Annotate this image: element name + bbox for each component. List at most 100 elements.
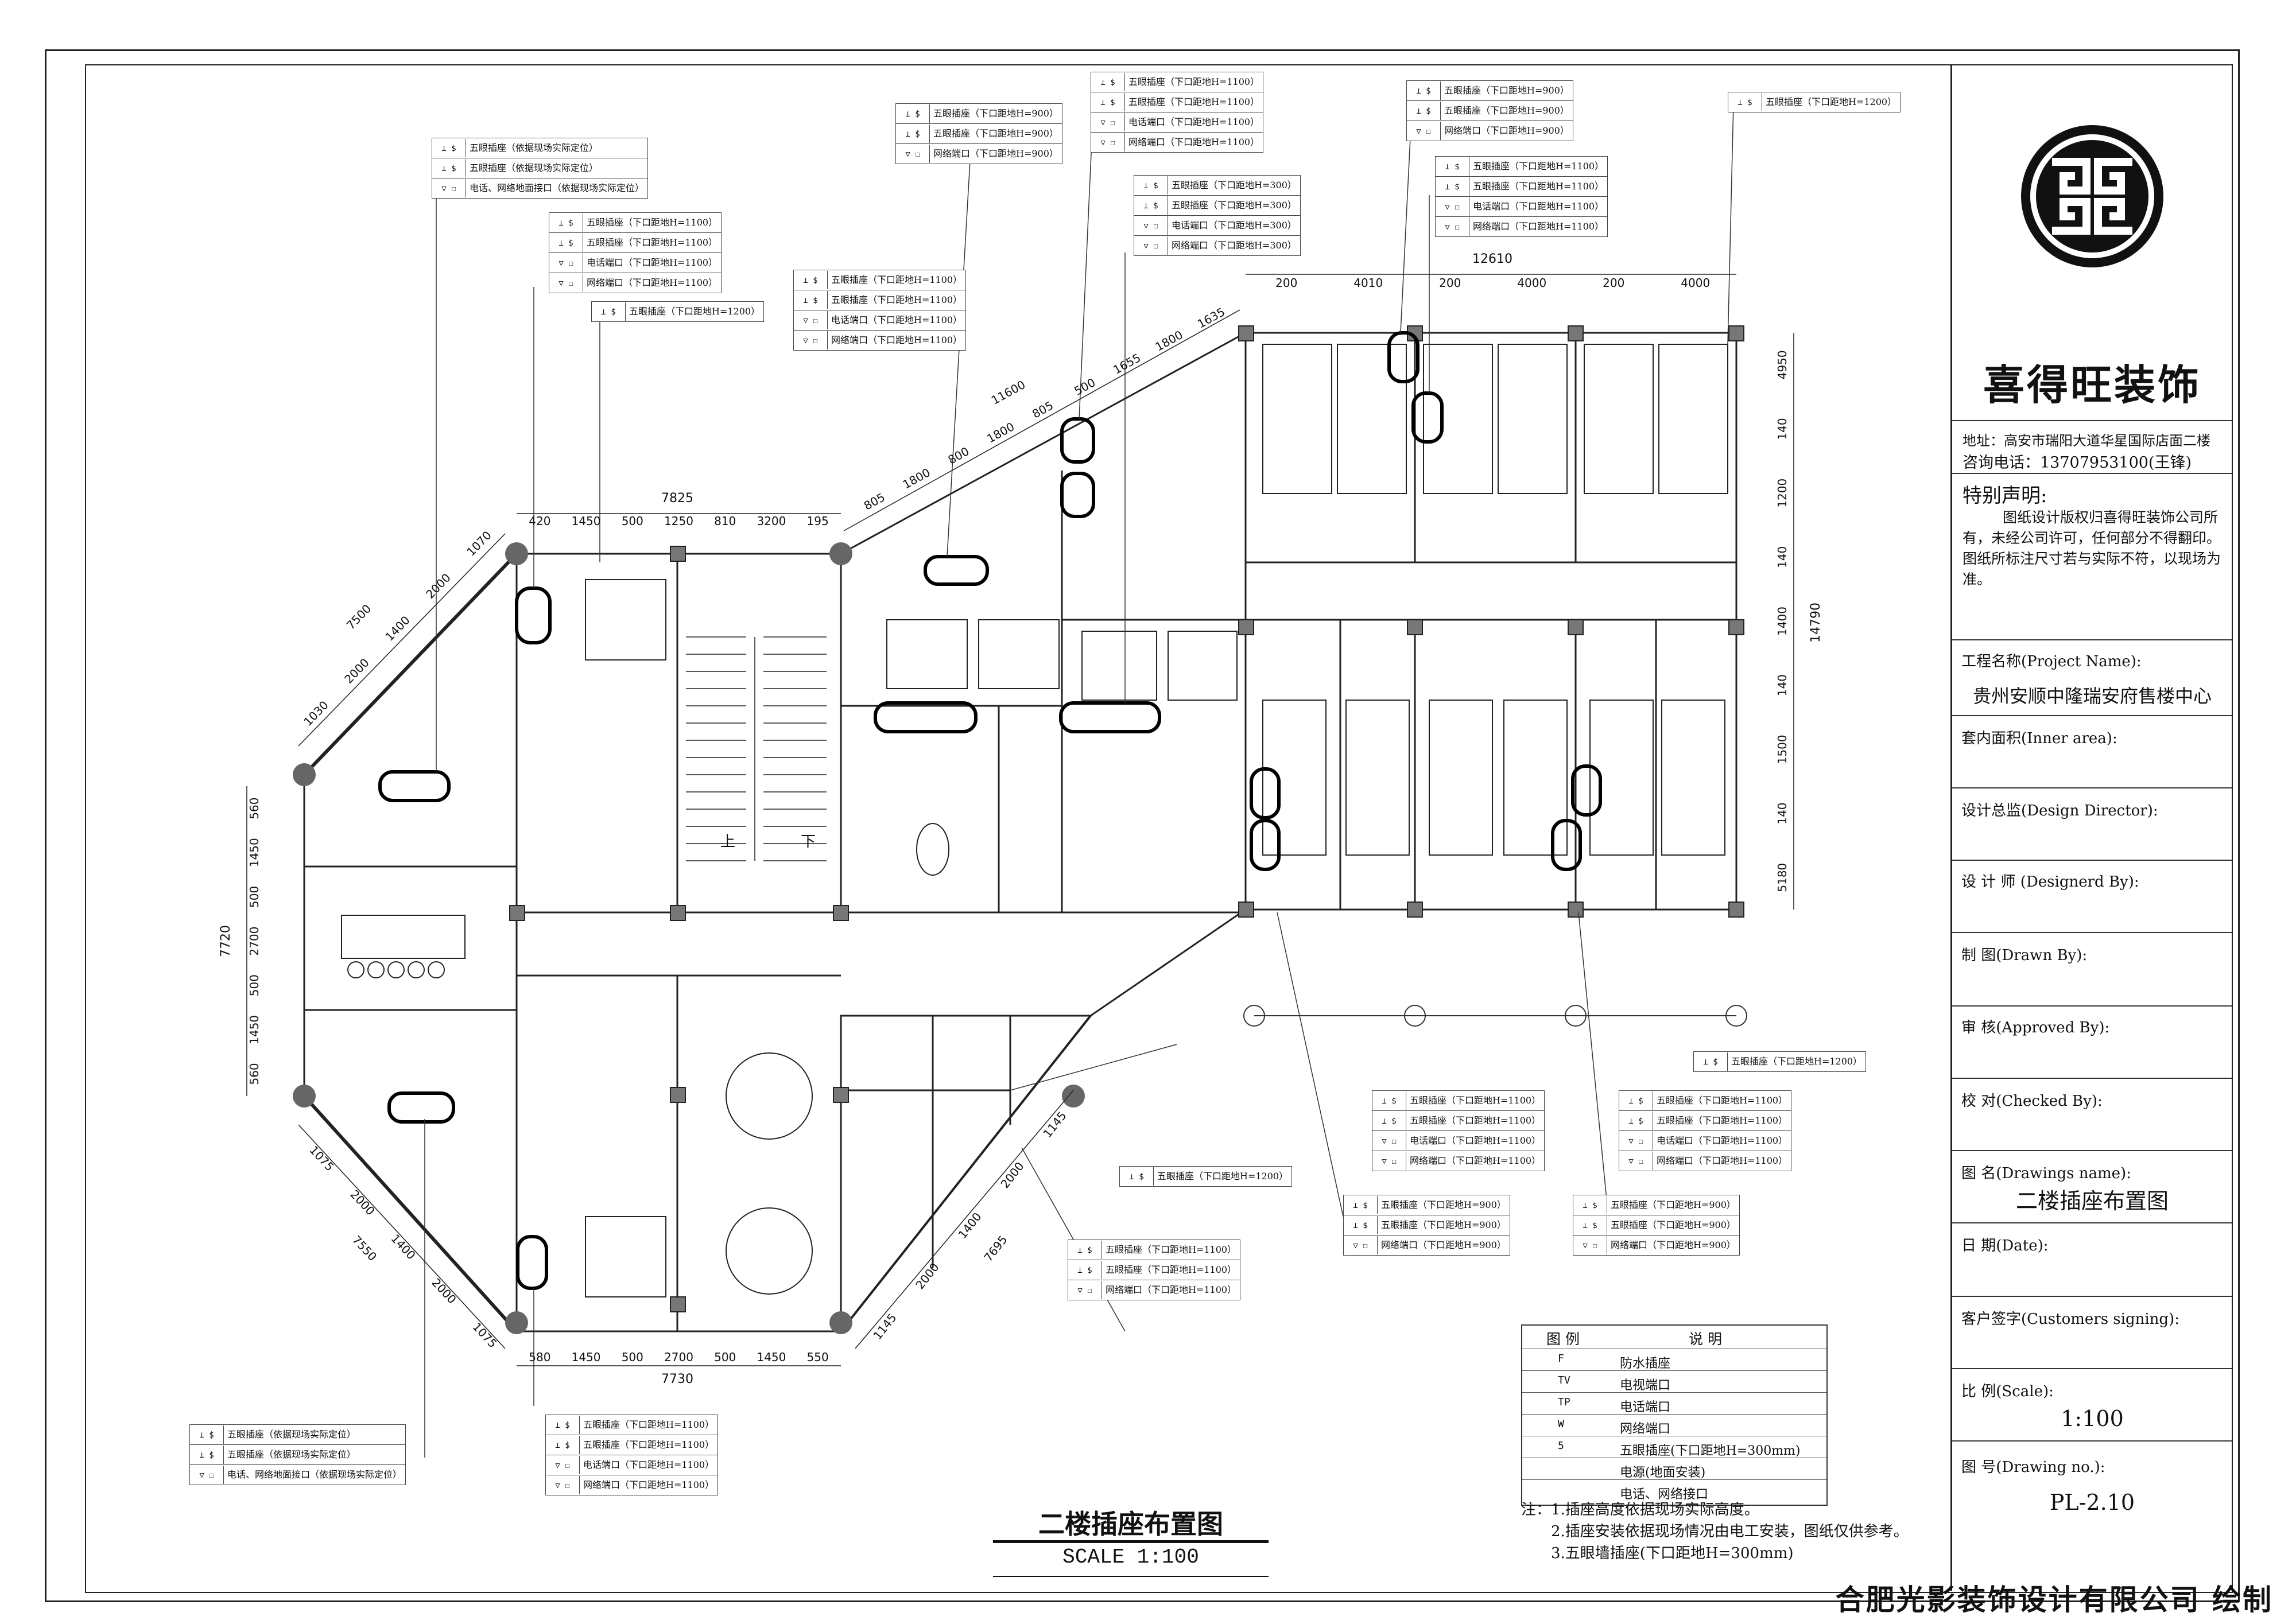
- socket-symbol-icon: ⊥ $: [1372, 1112, 1406, 1130]
- socket-highlight: [1059, 701, 1161, 733]
- callout-row: ▽ ☐电话端口（下口距地H=1100）: [1619, 1131, 1792, 1151]
- callout-text: 五眼插座（下口距地H=1100）: [1106, 1244, 1237, 1255]
- socket-symbol-icon: ⊥ $: [794, 271, 828, 289]
- drawing-name-value: 二楼插座布置图: [2015, 1188, 2169, 1214]
- note-2: 2.插座安装依据现场情况由电工安装，图纸仅供参考。: [1551, 1523, 1909, 1540]
- socket-callout: ⊥ $五眼插座（下口距地H=900）⊥ $五眼插座（下口距地H=900）▽ ☐网…: [895, 103, 1062, 164]
- callout-text: 网络端口（下口距地H=1100）: [587, 277, 718, 288]
- callout-text: 五眼插座（下口距地H=900）: [1381, 1199, 1506, 1210]
- callout-row: ▽ ☐网络端口（下口距地H=1100）: [545, 1475, 719, 1495]
- socket-symbol-icon: ▽ ☐: [1372, 1152, 1406, 1170]
- stair-down-label: 下: [801, 833, 816, 850]
- dimension-total: 7720: [219, 925, 233, 957]
- dimension-value: 140: [1775, 546, 1789, 568]
- socket-highlight: [874, 701, 978, 733]
- socket-callout: ⊥ $五眼插座（下口距地H=1200）: [591, 301, 765, 322]
- socket-symbol-icon: ▽ ☐: [1134, 216, 1168, 235]
- callout-text: 五眼插座（依据现场实际定位）: [470, 142, 599, 153]
- legend-head-symbol: 图 例: [1546, 1331, 1580, 1347]
- socket-symbol-icon: ▽ ☐: [1436, 217, 1469, 236]
- socket-symbol-icon: ⊥ $: [896, 104, 930, 123]
- socket-callout: ⊥ $五眼插座（下口距地H=1100）⊥ $五眼插座（下口距地H=1100）▽ …: [1372, 1090, 1545, 1171]
- dimension-total: 14790: [1809, 603, 1823, 643]
- socket-highlight: [1250, 767, 1281, 819]
- legend-row: 电话、网络接口: [1522, 1479, 1826, 1502]
- dimension-value: 800: [945, 444, 971, 467]
- socket-callout: ⊥ $五眼插座（下口距地H=1100）⊥ $五眼插座（下口距地H=1100）▽ …: [1091, 72, 1264, 153]
- callout-row: ⊥ $五眼插座（依据现场实际定位）: [189, 1445, 406, 1465]
- dimension-value: 1635: [1195, 305, 1227, 331]
- dimension-value: 140: [1775, 802, 1789, 824]
- dimension-total: 7730: [661, 1372, 693, 1386]
- callout-row: ⊥ $五眼插座（下口距地H=1200）: [591, 301, 765, 322]
- socket-symbol-icon: ▽ ☐: [1407, 122, 1441, 140]
- callout-row: ⊥ $五眼插座（下口距地H=1100）: [1619, 1111, 1792, 1131]
- dimension-total: 7695: [981, 1233, 1010, 1264]
- callout-row: ▽ ☐网络端口（下口距地H=1100）: [1619, 1151, 1792, 1171]
- callout-text: 五眼插座（下口距地H=1200）: [1731, 1056, 1863, 1067]
- dimension-total: 12610: [1472, 252, 1512, 266]
- callout-row: ⊥ $五眼插座（依据现场实际定位）: [189, 1424, 406, 1445]
- socket-highlight: [1060, 472, 1095, 518]
- socket-symbol-icon: ⊥ $: [1728, 93, 1762, 111]
- callout-row: ⊥ $五眼插座（下口距地H=900）: [1343, 1195, 1510, 1215]
- stair-up-label: 上: [720, 833, 735, 850]
- dimension-value: 4000: [1517, 276, 1546, 290]
- callout-row: ⊥ $五眼插座（下口距地H=1100）: [1091, 72, 1264, 92]
- dimension-value: 1075: [307, 1143, 336, 1174]
- callout-row: ▽ ☐电话端口（下口距地H=1100）: [1372, 1131, 1545, 1151]
- legend-desc: 电话端口: [1620, 1400, 1671, 1415]
- callout-text: 五眼插座（依据现场实际定位）: [227, 1429, 356, 1440]
- dimension-value: 5180: [1775, 863, 1789, 892]
- tb-divider: [1952, 860, 2232, 861]
- socket-symbol-icon: ▽ ☐: [190, 1466, 224, 1484]
- callout-text: 五眼插座（下口距地H=1100）: [1106, 1264, 1237, 1275]
- address: 地址：高安市瑞阳大道华星国际店面二楼: [1963, 433, 2210, 449]
- dimension-value: 2000: [429, 1276, 459, 1307]
- socket-highlight: [378, 770, 451, 802]
- callout-row: ⊥ $五眼插座（下口距地H=300）: [1134, 196, 1301, 216]
- drawn-by-label: 制 图(Drawn By):: [1961, 947, 2088, 964]
- socket-symbol-icon: ▽ ☐: [1619, 1132, 1653, 1150]
- dimension-value: 200: [1275, 276, 1297, 290]
- drawing-no-label: 图 号(Drawing no.):: [1961, 1459, 2105, 1476]
- callout-text: 五眼插座（下口距地H=1100）: [1657, 1115, 1788, 1126]
- socket-symbol-icon: ⊥ $: [1694, 1052, 1728, 1071]
- dimension-value: 1800: [901, 465, 933, 492]
- socket-symbol-icon: ⊥ $: [1068, 1241, 1102, 1259]
- dimension-value: 4950: [1775, 350, 1789, 379]
- socket-callout: ⊥ $五眼插座（下口距地H=900）⊥ $五眼插座（下口距地H=900）▽ ☐网…: [1406, 80, 1573, 141]
- socket-symbol-icon: ▽ ☐: [1372, 1132, 1406, 1150]
- callout-row: ⊥ $五眼插座（下口距地H=1100）: [545, 1415, 719, 1435]
- notice-body: 图纸设计版权归喜得旺装饰公司所有，未经公司许可，任何部分不得翻印。图纸所标注尺寸…: [1963, 509, 2221, 588]
- callout-row: ⊥ $五眼插座（下口距地H=1100）: [1068, 1260, 1241, 1280]
- socket-callout: ⊥ $五眼插座（下口距地H=300）⊥ $五眼插座（下口距地H=300）▽ ☐电…: [1134, 175, 1301, 256]
- note-3: 3.五眼墙插座(下口距地H=300mm): [1551, 1545, 1794, 1562]
- dimension-value: 1250: [664, 514, 693, 528]
- legend-symbol-icon: F: [1558, 1353, 1564, 1365]
- dimension-total: 7500: [344, 601, 374, 632]
- socket-symbol-icon: ⊥ $: [190, 1425, 224, 1444]
- callout-row: ⊥ $五眼插座（下口距地H=900）: [895, 103, 1062, 124]
- callout-row: ▽ ☐网络端口（下口距地H=1100）: [1091, 133, 1264, 153]
- callout-text: 五眼插座（下口距地H=1200）: [629, 306, 761, 317]
- socket-symbol-icon: ⊥ $: [549, 213, 583, 232]
- socket-symbol-icon: ⊥ $: [1407, 102, 1441, 120]
- dimension-value: 1400: [382, 613, 413, 643]
- socket-callout: ⊥ $五眼插座（下口距地H=1200）: [1728, 92, 1901, 112]
- dimension-value: 140: [1775, 418, 1789, 440]
- legend-desc: 电视端口: [1620, 1378, 1671, 1393]
- phone: 咨询电话：13707953100(王锋): [1963, 454, 2192, 472]
- dimension-value: 2700: [247, 927, 261, 956]
- socket-callout: ⊥ $五眼插座（依据现场实际定位）⊥ $五眼插座（依据现场实际定位）▽ ☐电话、…: [189, 1424, 406, 1485]
- socket-highlight: [515, 586, 552, 644]
- socket-symbol-icon: ⊥ $: [1407, 81, 1441, 100]
- callout-row: ⊥ $五眼插座（下口距地H=1100）: [793, 290, 967, 310]
- callout-text: 电话、网络地面接口（依据现场实际定位）: [470, 182, 645, 193]
- callout-text: 五眼插座（下口距地H=1100）: [583, 1439, 715, 1450]
- dimension-value: 1200: [1775, 479, 1789, 508]
- socket-symbol-icon: ⊥ $: [1619, 1091, 1653, 1110]
- legend-symbol-icon: 5: [1558, 1440, 1564, 1452]
